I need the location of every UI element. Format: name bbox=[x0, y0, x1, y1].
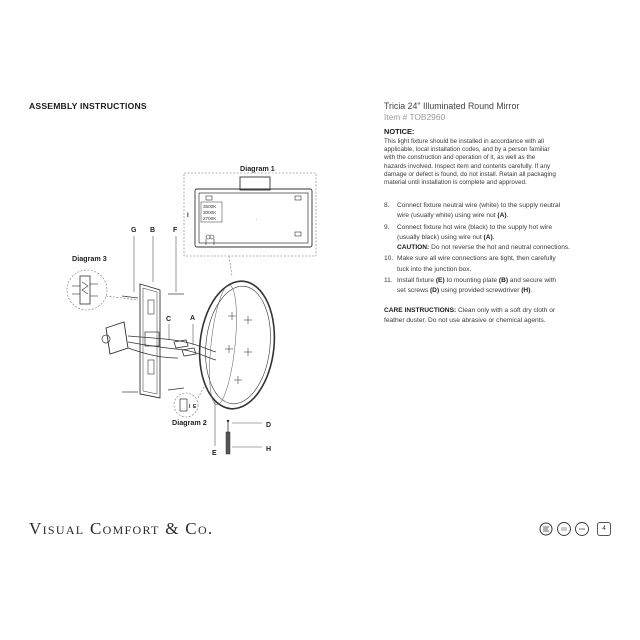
led-icon bbox=[575, 522, 589, 536]
part-ref: (A) bbox=[483, 233, 493, 241]
assembly-instructions-title: ASSEMBLY INSTRUCTIONS bbox=[29, 101, 147, 111]
step-item: 11. Install fixture (E) to mounting plat… bbox=[384, 276, 616, 297]
step-text: Connect fixture hot wire (black) to the … bbox=[397, 223, 553, 231]
care-line: CARE INSTRUCTIONS: Clean only with a sof… bbox=[384, 306, 616, 316]
color-temp-label: 3500K bbox=[203, 204, 217, 209]
step-number: 11. bbox=[384, 277, 393, 285]
round-mirror bbox=[198, 280, 276, 410]
diagram-1-box: . 3500K 3000K 2700K I bbox=[183, 172, 317, 257]
step-line: set screws (D) using provided screwdrive… bbox=[397, 286, 616, 296]
etl-listed-icon bbox=[539, 522, 553, 536]
part-ref: (D) bbox=[429, 287, 440, 295]
step-line: CAUTION: Do not reverse the hot and neut… bbox=[397, 243, 616, 253]
svg-text:.: . bbox=[256, 216, 257, 222]
step-number: 9. bbox=[384, 223, 390, 231]
step-text: using provided screwdriver bbox=[439, 287, 522, 295]
step-line: (usually black) using wire nut (A). bbox=[397, 233, 616, 243]
notice-line: damage or defect is found, do not instal… bbox=[384, 170, 556, 178]
step-item: 8. Connect fixture neutral wire (white) … bbox=[384, 201, 616, 222]
step-text: . bbox=[530, 287, 533, 295]
step-line: Connect fixture neutral wire (white) to … bbox=[397, 201, 616, 211]
care-instructions: CARE INSTRUCTIONS: Clean only with a sof… bbox=[384, 306, 616, 327]
step-text: . bbox=[492, 233, 495, 241]
step-text: tuck into the junction box. bbox=[397, 265, 472, 273]
step-text: Do not reverse the hot and neutral conne… bbox=[429, 244, 570, 252]
svg-text:E: E bbox=[193, 404, 197, 410]
part-label-d: D bbox=[266, 422, 271, 429]
step-line: Make sure all wire connections are tight… bbox=[397, 254, 616, 264]
step-text: and secure with bbox=[508, 277, 557, 285]
mounting-plate bbox=[121, 283, 185, 399]
notice-line: hazards involved. Inspect item and conte… bbox=[384, 162, 551, 170]
wires bbox=[127, 335, 217, 361]
step-text: to mounting plate bbox=[444, 277, 499, 285]
part-label-h: H bbox=[266, 446, 271, 453]
notice-line: with the construction and operation of i… bbox=[384, 154, 536, 162]
diagram-2-detail: I E bbox=[173, 384, 206, 418]
step-line: Install fixture (E) to mounting plate (B… bbox=[397, 276, 616, 286]
part-label-f: F bbox=[173, 227, 178, 234]
damp-location-icon bbox=[557, 522, 571, 536]
diagram-3-label: Diagram 3 bbox=[72, 254, 107, 263]
care-text: Clean only with a soft dry cloth or bbox=[456, 307, 556, 314]
notice-line: material until installation is complete … bbox=[384, 179, 527, 187]
certification-badges: 4 bbox=[539, 519, 614, 541]
step-number: 10. bbox=[384, 255, 394, 263]
part-label-b: B bbox=[150, 227, 155, 234]
notice-line: applicable, local installation codes, an… bbox=[384, 146, 550, 154]
notice-line: This light fixture should be installed i… bbox=[384, 138, 544, 145]
step-line: Connect fixture hot wire (black) to the … bbox=[397, 223, 616, 233]
part-label-c: C bbox=[166, 316, 171, 323]
part-ref: (E) bbox=[435, 277, 445, 285]
part-ref: (H) bbox=[521, 287, 531, 295]
step-line: wire (usually white) using wire nut (A). bbox=[397, 211, 616, 221]
installation-steps: 8. Connect fixture neutral wire (white) … bbox=[384, 201, 616, 298]
step-text: . bbox=[506, 212, 509, 220]
step-line: tuck into the junction box. bbox=[397, 265, 616, 275]
screwdriver bbox=[225, 419, 231, 455]
step-text: Install fixture bbox=[397, 277, 436, 285]
brand-logo: Visual Comfort & Co. bbox=[29, 519, 214, 538]
step-text: Connect fixture neutral wire (white) to … bbox=[397, 202, 561, 209]
svg-text:I: I bbox=[189, 404, 191, 410]
diagram-2-label: Diagram 2 bbox=[172, 418, 207, 427]
step-text: (usually black) using wire nut bbox=[397, 233, 484, 241]
part-ref: (B) bbox=[498, 277, 509, 285]
notice-heading: NOTICE: bbox=[384, 127, 415, 136]
page-number: 4 bbox=[597, 522, 611, 536]
care-line: feather duster. Do not use abrasive or c… bbox=[384, 317, 546, 325]
step-text: set screws bbox=[397, 287, 430, 295]
diagram-1-label: Diagram 1 bbox=[240, 164, 275, 173]
diagram-3-detail bbox=[66, 269, 139, 311]
notice-body: This light fixture should be installed i… bbox=[384, 138, 612, 187]
care-heading: CARE INSTRUCTIONS: bbox=[384, 307, 457, 314]
part-label-a: A bbox=[190, 315, 195, 322]
step-text: Make sure all wire connections are tight… bbox=[397, 255, 556, 263]
part-label-i: I bbox=[187, 213, 189, 219]
part-label-g: G bbox=[131, 227, 137, 234]
step-item: 9. Connect fixture hot wire (black) to t… bbox=[384, 223, 616, 254]
step-number: 8. bbox=[384, 202, 390, 209]
color-temp-label: 2700K bbox=[203, 216, 217, 221]
part-ref: (A) bbox=[497, 212, 507, 220]
step-text: wire (usually white) using wire nut bbox=[397, 212, 498, 220]
item-number: Item # TOB2960 bbox=[384, 112, 446, 122]
caution-label: CAUTION: bbox=[397, 244, 430, 252]
product-title: Tricia 24" Illuminated Round Mirror bbox=[384, 101, 520, 111]
step-item: 10. Make sure all wire connections are t… bbox=[384, 254, 616, 275]
part-label-e: E bbox=[212, 450, 217, 457]
color-temp-label: 3000K bbox=[203, 210, 217, 215]
junction-box bbox=[101, 321, 160, 355]
